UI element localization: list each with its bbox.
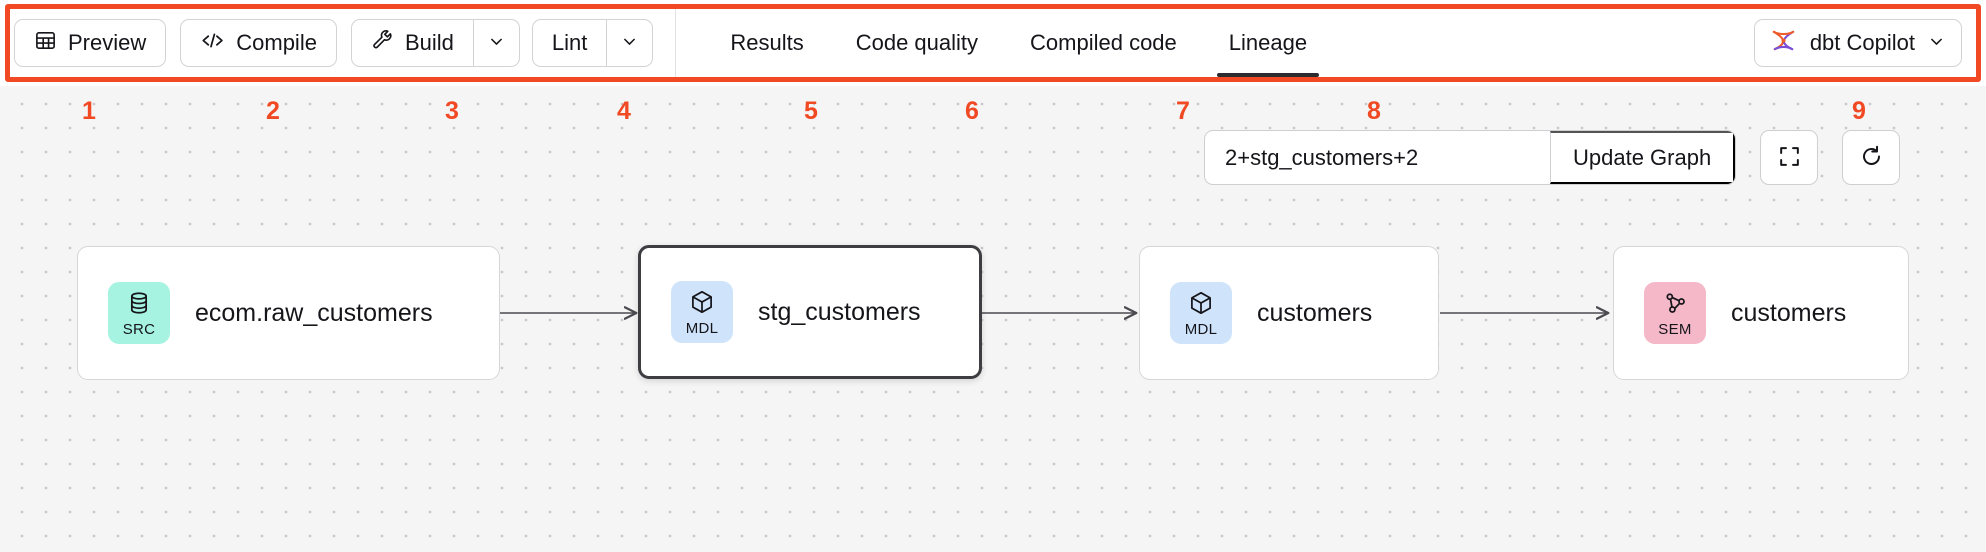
node-badge-src: SRC [108, 282, 170, 344]
chevron-down-icon [621, 33, 638, 53]
database-icon [126, 290, 152, 321]
lint-button-group: Lint [531, 19, 654, 67]
build-button[interactable]: Build [350, 19, 473, 67]
compile-button-label: Compile [236, 30, 317, 55]
graph-selector-input[interactable] [1205, 131, 1550, 184]
graph-selector-combo: Update Graph [1204, 130, 1737, 185]
node-badge-sem: SEM [1644, 282, 1706, 344]
chevron-down-icon [488, 33, 505, 53]
tab-results-label: Results [730, 30, 804, 55]
code-icon [200, 29, 225, 58]
annotation-number-7: 7 [1176, 97, 1190, 125]
compile-button-group: Compile [180, 19, 337, 67]
lineage-canvas[interactable]: Update Graph [0, 86, 1986, 552]
update-graph-button[interactable]: Update Graph [1550, 131, 1736, 184]
cube-icon [689, 289, 715, 320]
node-label: customers [1257, 298, 1373, 327]
cube-icon [1188, 290, 1214, 321]
node-badge-mdl: MDL [1170, 282, 1232, 344]
dbt-copilot-button[interactable]: dbt Copilot [1753, 19, 1962, 67]
refresh-graph-button[interactable] [1842, 130, 1901, 185]
build-button-group: Build [350, 19, 520, 67]
lineage-node-src-raw-customers[interactable]: SRC ecom.raw_customers [77, 246, 500, 380]
refresh-icon [1859, 144, 1884, 172]
tab-compiled-code-label: Compiled code [1030, 30, 1177, 55]
tab-compiled-code[interactable]: Compiled code [1004, 9, 1203, 77]
lineage-node-mdl-customers[interactable]: MDL customers [1139, 246, 1439, 380]
build-button-label: Build [404, 30, 454, 55]
tab-code-quality[interactable]: Code quality [830, 9, 1004, 77]
lineage-node-mdl-stg-customers[interactable]: MDL stg_customers [638, 245, 982, 379]
node-label: customers [1731, 298, 1847, 327]
chevron-down-icon [1928, 30, 1945, 56]
node-badge-label: SEM [1658, 320, 1692, 338]
node-badge-label: MDL [685, 319, 719, 337]
top-toolbar: Preview Compile [0, 9, 1986, 77]
graph-controls: Update Graph [1204, 130, 1901, 185]
fullscreen-icon [1777, 144, 1802, 172]
tab-results[interactable]: Results [704, 9, 829, 77]
toolbar-divider [675, 9, 677, 77]
node-label: ecom.raw_customers [195, 298, 433, 327]
lineage-node-sem-customers[interactable]: SEM customers [1613, 246, 1909, 380]
node-badge-label: MDL [1184, 320, 1218, 338]
tab-bar: Results Code quality Compiled code Linea… [704, 9, 1333, 77]
lint-button[interactable]: Lint [531, 19, 607, 67]
tab-lineage-label: Lineage [1228, 30, 1308, 55]
annotation-number-4: 4 [617, 97, 631, 125]
preview-button-group: Preview [14, 19, 167, 67]
tab-code-quality-label: Code quality [855, 30, 979, 55]
lint-button-label: Lint [551, 30, 588, 55]
preview-button-label: Preview [68, 30, 147, 55]
table-icon [34, 29, 57, 58]
update-graph-label: Update Graph [1573, 144, 1712, 170]
annotation-number-3: 3 [445, 97, 459, 125]
node-badge-mdl: MDL [671, 281, 733, 343]
node-label: stg_customers [758, 297, 921, 326]
wrench-icon [371, 29, 394, 58]
annotation-number-8: 8 [1367, 97, 1381, 125]
annotation-number-1: 1 [82, 97, 96, 125]
annotation-number-2: 2 [266, 97, 280, 125]
compile-button[interactable]: Compile [180, 19, 337, 67]
top-toolbar-region: Preview Compile [0, 0, 1986, 86]
dbt-copilot-label: dbt Copilot [1809, 30, 1915, 55]
build-dropdown-button[interactable] [472, 19, 520, 67]
node-badge-label: SRC [122, 320, 156, 338]
fit-view-button[interactable] [1760, 130, 1819, 185]
annotation-number-5: 5 [804, 97, 818, 125]
preview-button[interactable]: Preview [14, 19, 167, 67]
lineage-edges [500, 86, 1986, 552]
tab-lineage[interactable]: Lineage [1203, 9, 1333, 77]
semantic-graph-icon [1662, 290, 1688, 321]
dbt-copilot-icon [1770, 28, 1797, 59]
annotation-number-6: 6 [965, 97, 979, 125]
lint-dropdown-button[interactable] [606, 19, 654, 67]
annotation-number-9: 9 [1852, 97, 1866, 125]
